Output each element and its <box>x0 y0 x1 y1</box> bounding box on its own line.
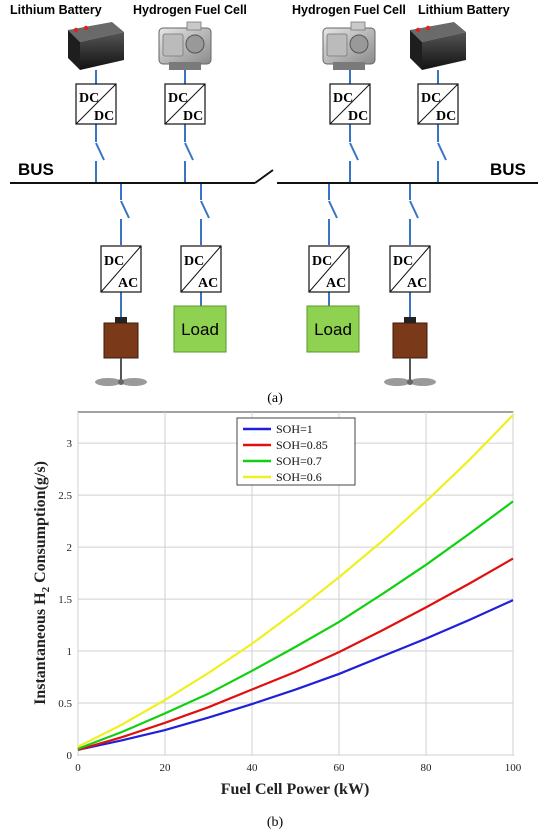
x-tick-label: 40 <box>247 762 259 774</box>
svg-text:DC: DC <box>183 109 203 124</box>
svg-text:DC: DC <box>421 91 441 106</box>
series-line-2 <box>77 500 514 750</box>
left-fuelcell-label: Hydrogen Fuel Cell <box>133 3 247 17</box>
dcdc-converter: DC DC <box>329 83 371 125</box>
x-tick-label: 60 <box>334 762 346 774</box>
bus-label-left: BUS <box>18 160 54 179</box>
battery-icon <box>68 22 124 70</box>
load-box: Load <box>306 305 360 353</box>
series-line-3 <box>77 414 514 748</box>
fuel-cell-icon <box>322 21 376 70</box>
svg-text:Load: Load <box>314 320 352 339</box>
svg-text:DC: DC <box>348 109 368 124</box>
svg-text:DC: DC <box>333 91 353 106</box>
svg-text:AC: AC <box>407 276 427 291</box>
y-tick-label: 2 <box>67 542 73 554</box>
y-tick-label: 3 <box>67 438 73 450</box>
x-tick-label: 0 <box>75 762 81 774</box>
caption-b: (b) <box>267 815 284 830</box>
caption-a: (a) <box>267 391 283 406</box>
svg-text:DC: DC <box>104 254 124 269</box>
series-lines <box>77 414 514 751</box>
series-line-1 <box>77 557 514 751</box>
svg-text:AC: AC <box>118 276 138 291</box>
system-diagram: Lithium Battery Hydrogen Fuel Cell Hydro… <box>10 3 538 406</box>
x-tick-label: 100 <box>505 762 522 774</box>
y-axis-label: Instantaneous H2 Consumption(g/s) <box>32 461 52 705</box>
y-tick-label: 1.5 <box>58 594 72 606</box>
y-tick-label: 1 <box>67 646 73 658</box>
dcac-converter: DC AC <box>100 245 142 293</box>
left-battery-label: Lithium Battery <box>10 3 102 17</box>
series-line-0 <box>77 599 514 751</box>
svg-text:DC: DC <box>393 254 413 269</box>
x-tick-label: 80 <box>421 762 433 774</box>
dcac-converter: DC AC <box>180 245 222 293</box>
battery-icon <box>410 22 466 70</box>
fuel-cell-icon <box>158 21 212 70</box>
svg-text:AC: AC <box>326 276 346 291</box>
dcdc-converter: DC DC <box>75 83 117 125</box>
legend-label: SOH=1 <box>276 422 313 436</box>
svg-text:DC: DC <box>436 109 456 124</box>
svg-text:AC: AC <box>198 276 218 291</box>
wiring <box>95 70 447 318</box>
legend-label: SOH=0.85 <box>276 438 328 452</box>
legend-label: SOH=0.6 <box>276 470 322 484</box>
svg-text:DC: DC <box>94 109 114 124</box>
dcac-converter: DC AC <box>308 245 350 293</box>
motor-propeller-icon <box>95 317 147 386</box>
svg-text:DC: DC <box>168 91 188 106</box>
x-tick-label: 20 <box>160 762 172 774</box>
right-fuelcell-label: Hydrogen Fuel Cell <box>292 3 406 17</box>
right-battery-label: Lithium Battery <box>418 3 510 17</box>
y-tick-label: 0 <box>67 750 73 762</box>
bus-line <box>10 169 538 184</box>
motor-propeller-icon <box>384 317 436 386</box>
dcac-converter: DC AC <box>389 245 431 293</box>
y-tick-label: 0.5 <box>58 698 72 710</box>
load-box: Load <box>173 305 227 353</box>
dcdc-converter: DC DC <box>417 83 459 125</box>
svg-text:DC: DC <box>184 254 204 269</box>
x-axis-label: Fuel Cell Power (kW) <box>221 781 370 798</box>
dcdc-converter: DC DC <box>164 83 206 125</box>
svg-text:DC: DC <box>312 254 332 269</box>
svg-text:DC: DC <box>79 91 99 106</box>
y-tick-label: 2.5 <box>58 490 72 502</box>
legend-label: SOH=0.7 <box>276 454 322 468</box>
axis-ticks: 0 20 40 60 80 100 0 0.5 1 1.5 2 2.5 3 <box>58 438 522 774</box>
svg-text:Load: Load <box>181 320 219 339</box>
bus-label-right: BUS <box>490 160 526 179</box>
